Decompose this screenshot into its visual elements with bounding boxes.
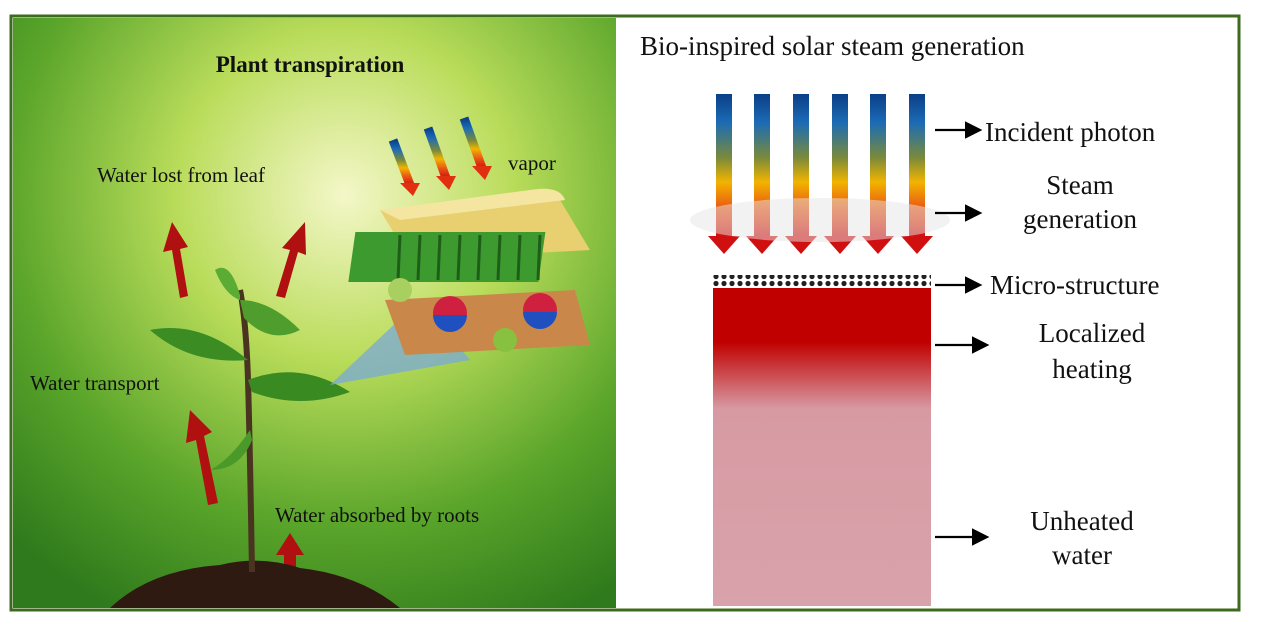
red-arrow-icon bbox=[276, 222, 306, 298]
label-localized-line1: Localized bbox=[1039, 318, 1146, 348]
leaf-cross-section bbox=[348, 188, 590, 355]
water-column bbox=[713, 288, 931, 606]
sunlight-arrows bbox=[388, 116, 492, 196]
label-water-absorbed: Water absorbed by roots bbox=[275, 503, 479, 527]
photon-arrow-shaft bbox=[909, 94, 925, 236]
solar-steam-panel: Bio-inspired solar steam generation Inci… bbox=[640, 31, 1159, 606]
photon-arrow-head-icon bbox=[901, 236, 933, 254]
photon-arrow-head-icon bbox=[862, 236, 894, 254]
seedling-illustration bbox=[150, 267, 350, 573]
right-title: Bio-inspired solar steam generation bbox=[640, 31, 1025, 61]
plant-transpiration-panel: Plant transpiration Water lost from leaf… bbox=[13, 18, 616, 608]
red-arrow-icon bbox=[163, 222, 188, 298]
photon-arrow-head-icon bbox=[746, 236, 778, 254]
photon-arrow-head-icon bbox=[708, 236, 740, 254]
label-water-transport: Water transport bbox=[30, 371, 160, 395]
red-arrow-icon bbox=[186, 410, 218, 505]
steam-cloud bbox=[690, 198, 950, 242]
label-localized-line2: heating bbox=[1052, 354, 1131, 384]
label-incident-photon: Incident photon bbox=[985, 117, 1156, 147]
label-unheated-line1: Unheated bbox=[1030, 506, 1134, 536]
label-water-lost: Water lost from leaf bbox=[97, 163, 265, 187]
water-flow-arrows bbox=[163, 222, 306, 592]
label-steam-line2: generation bbox=[1023, 204, 1137, 234]
label-steam-line1: Steam bbox=[1046, 170, 1114, 200]
label-unheated-line2: water bbox=[1052, 540, 1112, 570]
label-pointer-arrows bbox=[935, 121, 990, 546]
micro-structure-layer bbox=[713, 275, 931, 287]
red-arrow-icon bbox=[276, 533, 304, 592]
photon-arrow-shaft bbox=[716, 94, 732, 236]
label-vapor: vapor bbox=[508, 151, 556, 175]
left-title: Plant transpiration bbox=[216, 52, 405, 77]
soil bbox=[110, 560, 400, 608]
label-micro-structure: Micro-structure bbox=[990, 270, 1159, 300]
